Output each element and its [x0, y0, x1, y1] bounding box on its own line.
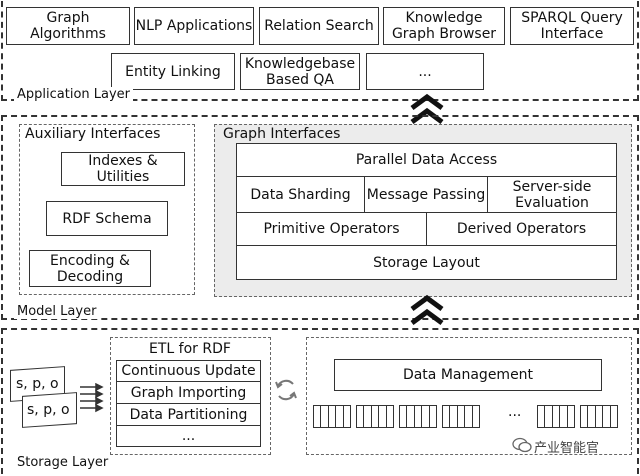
- etl-more: ...: [116, 425, 261, 447]
- wechat-icon: [512, 437, 532, 457]
- etl-panel: [110, 337, 271, 455]
- application-layer-frame: [1, 1, 639, 101]
- graph-interfaces-title: Graph Interfaces: [223, 126, 341, 142]
- triple-text-2: s, p, o: [27, 402, 70, 418]
- app-entity-linking: Entity Linking: [111, 53, 235, 90]
- etl-data-partitioning: Data Partitioning: [116, 403, 261, 426]
- gi-server-side-evaluation: Server-side Evaluation: [487, 176, 617, 213]
- gi-parallel-data-access-label: Parallel Data Access: [355, 152, 498, 168]
- etl-data-partitioning-label: Data Partitioning: [129, 406, 248, 423]
- storage-cells-ellipsis: ...: [508, 404, 522, 420]
- app-sparql-query-interface-label: SPARQL Query Interface: [521, 10, 623, 42]
- etl-graph-importing: Graph Importing: [116, 381, 261, 404]
- gi-parallel-data-access: Parallel Data Access: [236, 143, 617, 177]
- gi-derived-operators: Derived Operators: [426, 212, 617, 246]
- gi-storage-layout: Storage Layout: [236, 245, 617, 280]
- gi-primitive-operators: Primitive Operators: [236, 212, 427, 246]
- app-knowledge-graph-browser: Knowledge Graph Browser: [383, 7, 505, 45]
- storage-layer-label: Storage Layer: [14, 455, 112, 470]
- aux-indexes-utilities: Indexes & Utilities: [61, 152, 185, 186]
- app-knowledgebase-qa-label: Knowledgebase Based QA: [244, 55, 356, 88]
- app-nlp-applications: NLP Applications: [134, 7, 254, 45]
- aux-encoding-decoding-label: Encoding & Decoding: [50, 252, 130, 285]
- app-entity-linking-label: Entity Linking: [125, 63, 221, 80]
- auxiliary-interfaces-panel: [19, 124, 195, 295]
- data-management-label: Data Management: [402, 367, 534, 383]
- triple-text-1: s, p, o: [16, 376, 59, 392]
- aux-rdf-schema: RDF Schema: [46, 201, 168, 236]
- app-graph-algorithms-label: Graph Algorithms: [30, 10, 106, 42]
- etl-graph-importing-label: Graph Importing: [130, 384, 247, 401]
- application-layer-label: Application Layer: [14, 87, 134, 102]
- data-management-panel: [306, 337, 632, 455]
- watermark-text: 产业智能官: [534, 441, 600, 456]
- double-chevron-up-icon: [408, 292, 446, 328]
- model-layer-label: Model Layer: [14, 304, 100, 319]
- app-knowledgebase-qa: Knowledgebase Based QA: [240, 53, 360, 90]
- app-relation-search: Relation Search: [259, 7, 379, 45]
- gi-storage-layout-label: Storage Layout: [373, 254, 480, 271]
- etl-continuous-update: Continuous Update: [116, 360, 261, 382]
- auxiliary-interfaces-title: Auxiliary Interfaces: [25, 126, 161, 142]
- model-layer-frame: [1, 115, 639, 320]
- etl-continuous-update-label: Continuous Update: [121, 363, 256, 379]
- app-knowledge-graph-browser-label: Knowledge Graph Browser: [391, 10, 497, 42]
- app-more: ...: [366, 53, 484, 90]
- app-nlp-applications-label: NLP Applications: [135, 18, 253, 34]
- aux-indexes-utilities-label: Indexes & Utilities: [88, 153, 158, 185]
- gi-message-passing-label: Message Passing: [366, 186, 486, 203]
- storage-layer-frame: [1, 328, 639, 474]
- double-chevron-up-icon: [408, 91, 446, 127]
- gi-data-sharding-label: Data Sharding: [250, 186, 351, 203]
- app-more-label: ...: [418, 63, 432, 80]
- data-management-box: Data Management: [334, 359, 602, 391]
- gi-server-side-evaluation-label: Server-side Evaluation: [512, 178, 592, 211]
- aux-rdf-schema-label: RDF Schema: [62, 210, 152, 227]
- gi-primitive-operators-label: Primitive Operators: [263, 221, 400, 237]
- gi-data-sharding: Data Sharding: [236, 176, 365, 213]
- sync-icon: [273, 375, 299, 409]
- arrow-right-icon: [80, 382, 104, 421]
- etl-title: ETL for RDF: [149, 341, 231, 357]
- app-sparql-query-interface: SPARQL Query Interface: [510, 7, 634, 45]
- gi-message-passing: Message Passing: [364, 176, 488, 213]
- app-graph-algorithms: Graph Algorithms: [6, 7, 130, 45]
- gi-derived-operators-label: Derived Operators: [456, 221, 587, 237]
- etl-more-label: ...: [181, 428, 196, 444]
- app-relation-search-label: Relation Search: [264, 18, 374, 34]
- aux-encoding-decoding: Encoding & Decoding: [29, 250, 151, 287]
